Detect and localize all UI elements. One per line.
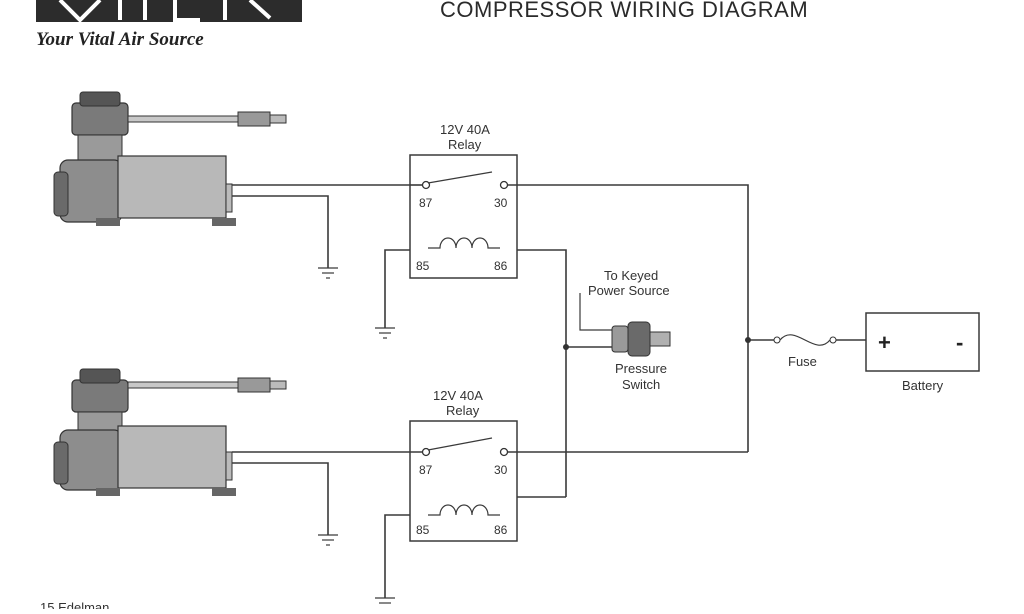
relay-2: 12V 40A Relay 87 30 85 86 <box>409 388 518 542</box>
ground-icon <box>375 597 395 604</box>
relay-1-pin-87: 87 <box>419 196 433 210</box>
battery-positive: + <box>878 330 891 355</box>
pressure-switch-label-line1: Pressure <box>615 361 667 376</box>
ground-icon <box>318 267 338 279</box>
relay-1-pin-30: 30 <box>494 196 508 210</box>
coil-icon <box>428 504 500 516</box>
coil-icon <box>428 237 500 249</box>
pressure-switch-label-line2: Switch <box>622 377 660 392</box>
pressure-switch-icon <box>611 321 671 357</box>
wiring <box>232 184 866 598</box>
relay-2-pin-85: 85 <box>416 523 430 537</box>
relay-2-pin-87: 87 <box>419 463 433 477</box>
brand-tagline: Your Vital Air Source <box>36 29 204 50</box>
fuse-label: Fuse <box>788 354 817 369</box>
relay-1-pin-86: 86 <box>494 259 508 273</box>
ground-icon <box>318 534 338 546</box>
relay-2-pin-30: 30 <box>494 463 508 477</box>
relay-2-rating: 12V 40A <box>433 388 483 403</box>
relay-2-name: Relay <box>446 403 480 418</box>
compressor-icon <box>53 91 287 226</box>
footer-text: 15 Edelman <box>40 600 109 609</box>
compressor-icon <box>53 368 287 496</box>
relay-1: 12V 40A Relay 87 30 85 86 <box>409 122 518 279</box>
diagram-title: COMPRESSOR WIRING DIAGRAM <box>440 0 808 22</box>
keyed-power-label-line1: To Keyed <box>604 268 658 283</box>
relay-1-name: Relay <box>448 137 482 152</box>
relay-1-rating: 12V 40A <box>440 122 490 137</box>
relay-1-pin-85: 85 <box>416 259 430 273</box>
battery-negative: - <box>956 330 963 355</box>
relay-2-pin-86: 86 <box>494 523 508 537</box>
ground-icon <box>375 327 395 339</box>
keyed-power-label-line2: Power Source <box>588 283 670 298</box>
battery-label: Battery <box>902 378 944 393</box>
brand-logo: Your Vital Air Source <box>36 0 302 50</box>
battery-icon: + - <box>865 312 980 372</box>
fuse-icon <box>773 334 837 346</box>
